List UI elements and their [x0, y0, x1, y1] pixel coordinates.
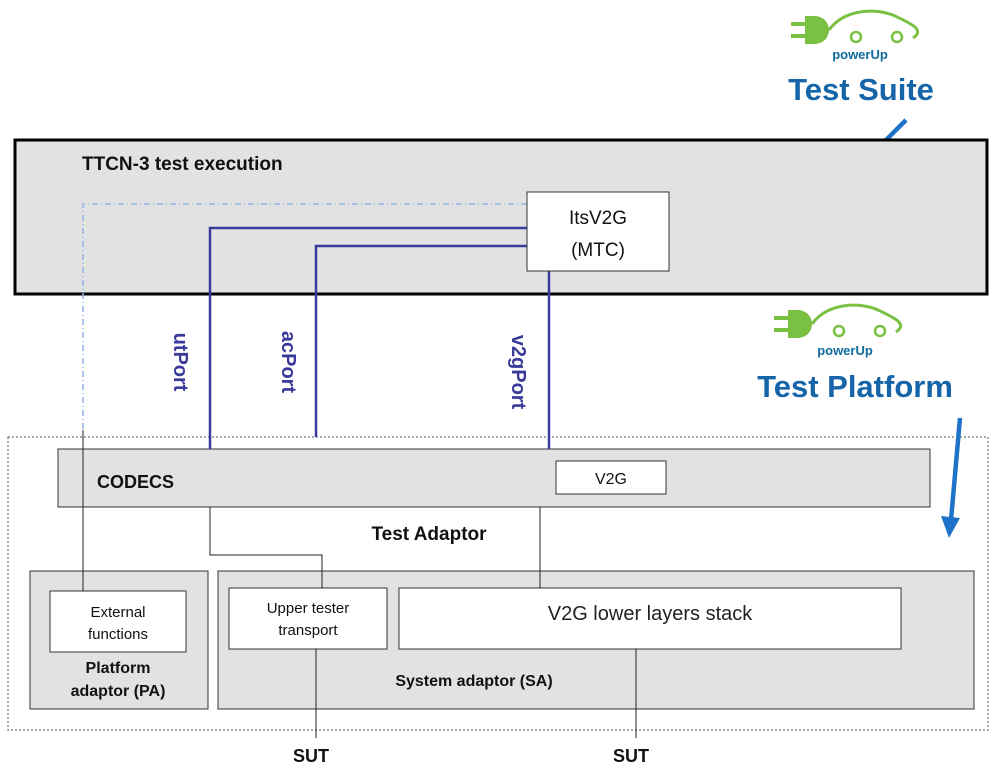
- ttcn3-execution-box: [13, 138, 989, 296]
- system-adaptor-label: System adaptor (SA): [395, 673, 552, 690]
- connector-lines: [82, 430, 637, 738]
- codecs-title: CODECS: [97, 472, 174, 492]
- platform-logo-text: powerUp: [817, 343, 873, 358]
- mtc-label-line1: ItsV2G: [569, 208, 627, 229]
- plug-logo-icon: [774, 303, 903, 338]
- external-functions-line1: External: [90, 604, 145, 621]
- test-adaptor-title: Test Adaptor: [371, 524, 487, 545]
- sut-left-label: SUT: [293, 746, 329, 766]
- mtc-box: [526, 191, 670, 272]
- ttcn3-execution-title: TTCN-3 test execution: [82, 154, 283, 175]
- port-lines: [208, 226, 551, 449]
- plug-logo-icon: [791, 9, 920, 44]
- upper-tester-transport-box: [228, 587, 388, 650]
- mtc-label-line2: (MTC): [571, 240, 625, 261]
- suite-logo-text: powerUp: [832, 47, 888, 62]
- ut-port-label: utPort: [169, 333, 191, 392]
- codecs-box: [57, 448, 931, 508]
- ut-transport-connector-line: [209, 507, 323, 588]
- platform-adaptor-label-line2: adaptor (PA): [71, 683, 166, 700]
- v2g-codec-box: [555, 460, 667, 495]
- v2g-port-label: v2gPort: [507, 335, 529, 410]
- test-suite-title: Test Suite: [788, 72, 934, 107]
- platform-arrow-icon: [941, 417, 963, 538]
- ac-port-line: [314, 244, 527, 437]
- v2g-lower-layers-label: V2G lower layers stack: [548, 603, 754, 625]
- v2g-codec-label: V2G: [595, 471, 627, 488]
- test-platform-title: Test Platform: [757, 369, 953, 404]
- platform-dashed-line: [82, 203, 527, 430]
- external-functions-line2: functions: [88, 626, 148, 643]
- ut-port-line: [208, 226, 527, 449]
- v2g-lower-layers-box: [398, 587, 902, 650]
- external-functions-box: [49, 590, 187, 653]
- platform-adaptor-label-line1: Platform: [86, 660, 151, 677]
- ac-port-label: acPort: [277, 331, 299, 394]
- upper-tester-line1: Upper tester: [267, 600, 350, 617]
- upper-tester-line2: transport: [278, 622, 338, 639]
- sut-right-label: SUT: [613, 746, 649, 766]
- platform-branding: powerUp Test Platform: [757, 303, 963, 538]
